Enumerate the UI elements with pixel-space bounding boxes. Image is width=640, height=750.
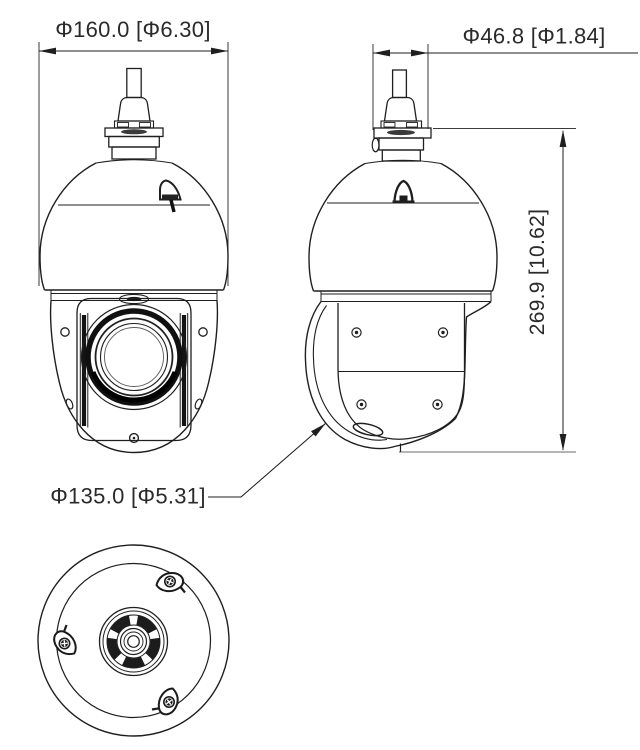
side-view: Φ46.8 [Φ1.84] 269.9 [10.62]	[304, 24, 638, 453]
panel-screw	[351, 327, 362, 338]
conduit-stem	[380, 69, 423, 129]
head-right-outline	[454, 301, 492, 419]
center-hub	[98, 606, 169, 677]
screw-hole	[60, 327, 70, 337]
dome-cover	[308, 159, 498, 292]
bottom-screw	[128, 432, 140, 444]
slot-hole	[194, 398, 203, 410]
dimension-front-diameter: Φ160.0 [Φ6.30]	[38, 17, 229, 286]
front-view: Φ160.0 [Φ6.30]	[38, 17, 229, 454]
conduit-stem	[113, 67, 155, 129]
arrowhead-up	[559, 130, 567, 147]
camera-head	[304, 291, 492, 452]
base-outer-ring	[37, 544, 230, 737]
camera-head	[49, 290, 219, 454]
hub-spoke-wedges	[107, 615, 160, 668]
release-latch-icon	[392, 179, 415, 203]
safety-wire-loop	[371, 137, 380, 153]
dome-diameter-label: Φ135.0 [Φ5.31]	[50, 484, 206, 509]
leader-line	[208, 423, 326, 498]
back-panel	[337, 303, 466, 440]
front-diameter-label: Φ160.0 [Φ6.30]	[55, 17, 211, 42]
cover-outer-arc	[304, 301, 395, 450]
release-latch-icon	[159, 179, 182, 213]
cable-gland	[383, 96, 418, 122]
head-outline	[49, 300, 219, 454]
base-inner-ring	[55, 562, 212, 719]
slot-hole	[65, 398, 74, 410]
cable-gland	[117, 96, 151, 122]
bottom-view	[37, 544, 230, 737]
neck-diameter-label: Φ46.8 [Φ1.84]	[463, 24, 606, 49]
overall-height-label: 269.9 [10.62]	[526, 209, 549, 336]
panel-screw	[356, 399, 367, 410]
lens	[80, 303, 188, 411]
screw-hole	[198, 327, 208, 337]
dome-cover	[39, 159, 229, 291]
arrowhead-left	[39, 47, 56, 55]
lens-rail-left	[79, 313, 89, 428]
panel-screw	[432, 399, 443, 410]
vent-slot	[352, 422, 384, 437]
arrowhead-down	[559, 434, 567, 451]
lens-rail-right	[179, 313, 189, 428]
lock-tab-screw	[155, 571, 187, 594]
arrowhead-right	[411, 49, 428, 57]
lock-tab-screw	[48, 623, 82, 661]
head-bottom	[394, 417, 456, 448]
lens-panel	[76, 297, 192, 442]
arrowhead-left	[373, 49, 390, 57]
dimension-dome-diameter: Φ135.0 [Φ5.31]	[50, 423, 326, 509]
mounting-collar	[371, 127, 432, 162]
panel-screw	[437, 327, 449, 338]
mounting-collar	[104, 127, 164, 160]
dimension-neck-diameter: Φ46.8 [Φ1.84]	[372, 24, 638, 130]
arrowhead-right	[211, 47, 228, 55]
dimension-overall-height: 269.9 [10.62]	[399, 128, 576, 453]
cover-inner-arc	[312, 305, 388, 441]
arrowhead	[311, 423, 326, 437]
